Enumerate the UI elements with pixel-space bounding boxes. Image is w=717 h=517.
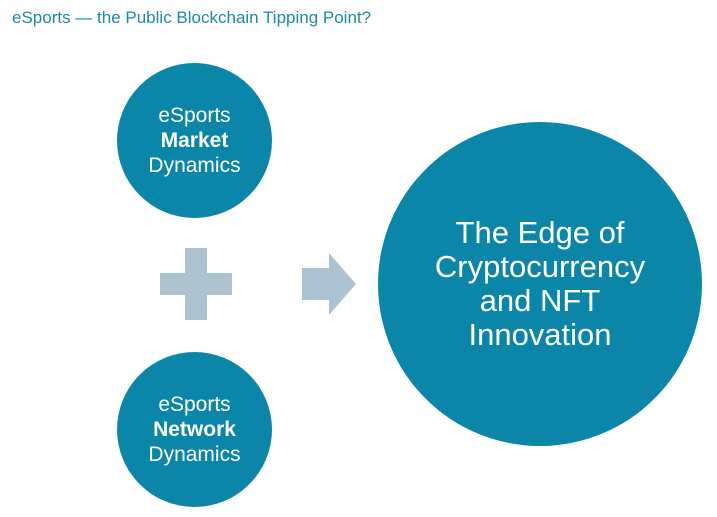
network-dynamics-circle: eSports Network Dynamics — [117, 352, 272, 507]
market-circle-line2: Market — [160, 129, 229, 152]
arrow-right-icon — [302, 253, 356, 315]
network-circle-line3: Dynamics — [148, 443, 241, 466]
page-title: eSports — the Public Blockchain Tipping … — [12, 8, 372, 27]
market-circle-line1: eSports — [158, 104, 231, 127]
result-circle-line1: The Edge of — [455, 215, 625, 250]
network-circle-line2: Network — [153, 418, 236, 441]
result-circle-line4: Innovation — [468, 317, 612, 352]
arrow-right-icon-shape — [302, 253, 356, 315]
plus-icon — [160, 248, 232, 320]
market-circle-line3: Dynamics — [148, 154, 241, 177]
network-circle-line1: eSports — [158, 393, 231, 416]
result-circle-line2: Cryptocurrency — [434, 249, 646, 284]
result-circle-line3: and NFT — [479, 283, 601, 318]
result-innovation-circle: The Edge of Cryptocurrency and NFT Innov… — [378, 122, 702, 446]
market-dynamics-circle: eSports Market Dynamics — [117, 63, 272, 218]
plus-icon-shape — [160, 248, 232, 320]
